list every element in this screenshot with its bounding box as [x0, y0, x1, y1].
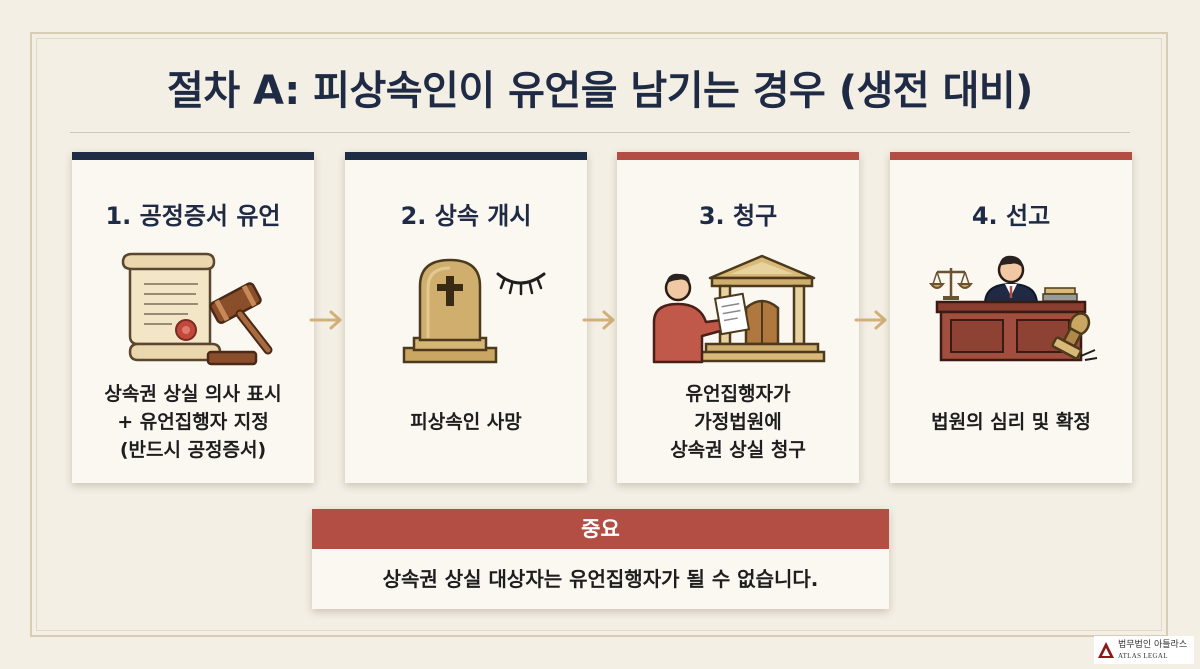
- step-title: 2. 상속 개시: [400, 202, 532, 230]
- step-description-line: 유언집행자가: [685, 383, 791, 405]
- step-description-line: 가정법원에: [694, 411, 782, 433]
- step-card-2-accent-bar: [345, 152, 587, 160]
- judge-bench-icon: [890, 250, 1132, 368]
- step-card-4-accent-bar: [890, 152, 1132, 160]
- step-description-line: (반드시 공정증서): [119, 439, 267, 461]
- brand-logo: 법무법인 아틀라스 ATLAS LEGAL: [1094, 636, 1194, 664]
- step-card-1-accent-bar: [72, 152, 314, 160]
- title-divider: [70, 132, 1130, 133]
- step-description-line: 피상속인 사망: [410, 411, 522, 433]
- step-card-1: 1. 공정증서 유언: [72, 152, 314, 483]
- arrow-right-icon: [582, 310, 615, 330]
- important-notice: 중요 상속권 상실 대상자는 유언집행자가 될 수 없습니다.: [312, 509, 889, 609]
- inner-frame: [36, 38, 1162, 631]
- step-description-line: 상속권 상실 청구: [670, 439, 806, 461]
- atlas-logo-icon: [1098, 642, 1114, 658]
- step-title: 4. 선고: [971, 202, 1051, 230]
- step-card-3-accent-bar: [617, 152, 859, 160]
- step-description: 법원의 심리 및 확정: [900, 372, 1122, 472]
- brand-english: ATLAS LEGAL: [1118, 651, 1168, 660]
- step-title: 1. 공정증서 유언: [105, 202, 281, 230]
- tombstone-closed-eye-icon: [345, 250, 587, 368]
- step-card-3: 3. 청구 유언집행자가: [617, 152, 859, 483]
- step-card-2: 2. 상속 개시 피상속인 사망: [345, 152, 587, 483]
- notice-heading: 중요: [312, 509, 889, 549]
- step-description: 유언집행자가 가정법원에 상속권 상실 청구: [627, 372, 849, 472]
- step-title: 3. 청구: [698, 202, 778, 230]
- step-description-line: + 유언집행자 지정: [117, 411, 269, 433]
- step-description-line: 상속권 상실 의사 표시: [104, 383, 282, 405]
- arrow-right-icon: [854, 310, 887, 330]
- page-title: 절차 A: 피상속인이 유언을 남기는 경우 (생전 대비): [167, 68, 1033, 114]
- arrow-right-icon: [309, 310, 342, 330]
- scroll-gavel-icon: [72, 250, 314, 368]
- step-description: 피상속인 사망: [355, 372, 577, 472]
- brand-korean: 법무법인 아틀라스: [1118, 639, 1188, 650]
- outer-frame: [30, 32, 1168, 637]
- person-courthouse-icon: [617, 250, 859, 368]
- notice-text: 상속권 상실 대상자는 유언집행자가 될 수 없습니다.: [382, 567, 819, 591]
- step-description: 상속권 상실 의사 표시 + 유언집행자 지정 (반드시 공정증서): [82, 372, 304, 472]
- step-card-4: 4. 선고: [890, 152, 1132, 483]
- step-description-line: 법원의 심리 및 확정: [931, 411, 1091, 433]
